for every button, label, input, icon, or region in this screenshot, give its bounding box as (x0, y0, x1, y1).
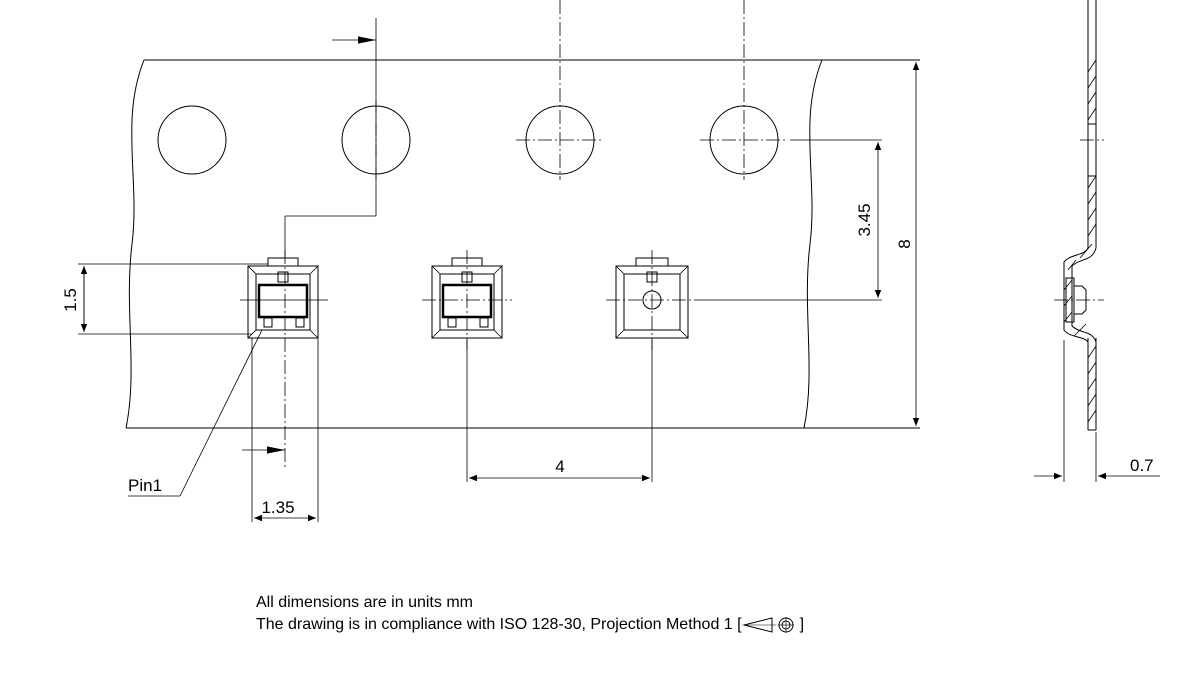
side-view-section (1054, 0, 1104, 431)
pocket-3 (606, 250, 882, 350)
pocket-2 (422, 250, 512, 350)
hole-leader (284, 18, 377, 258)
dim-label-3-45: 3.45 (855, 203, 874, 236)
dim-pin-offset: 1.35 (242, 338, 319, 522)
pin1-label: Pin1 (128, 476, 162, 495)
pin1-callout: Pin1 (128, 329, 263, 497)
dim-label-4: 4 (555, 457, 564, 476)
carrier-tape-outline (125, 59, 920, 429)
standard-note: The drawing is in compliance with ISO 12… (256, 616, 805, 633)
dim-tape-thickness: 0.7 (1034, 340, 1160, 482)
dim-pocket-height: 1.5 (61, 263, 268, 335)
sprocket-holes (157, 0, 788, 180)
dim-label-0-7: 0.7 (1130, 456, 1154, 475)
dim-label-1-5: 1.5 (61, 288, 80, 312)
dim-pocket-pitch: 4 (466, 340, 653, 482)
dim-tape-width: 8 (895, 62, 920, 426)
pocket-1 (240, 250, 328, 470)
units-note: All dimensions are in units mm (256, 594, 473, 611)
projection-method-symbol (741, 616, 794, 633)
dim-label-8: 8 (895, 239, 914, 248)
dim-label-1-35: 1.35 (261, 498, 294, 517)
sprocket-hole (157, 105, 227, 175)
drawing-notes: All dimensions are in units mm The drawi… (256, 592, 804, 636)
dim-hole-to-pocket: 3.45 (790, 139, 882, 298)
